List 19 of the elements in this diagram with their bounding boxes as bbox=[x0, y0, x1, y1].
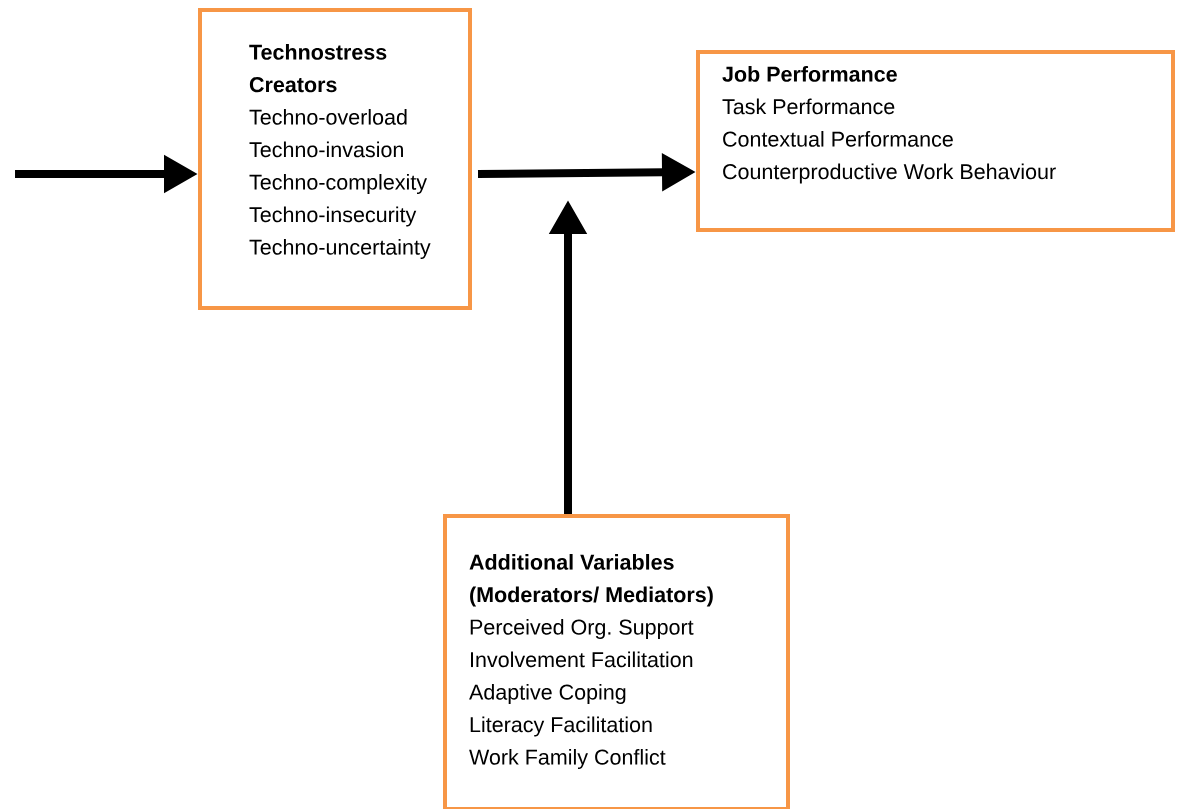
list-item: Contextual Performance bbox=[723, 131, 953, 147]
list-item: Adaptive Coping bbox=[469, 684, 626, 705]
variable-box bbox=[443, 514, 790, 809]
list-item: Techno-complexity bbox=[249, 174, 427, 195]
list-item: Task Performance bbox=[722, 98, 895, 115]
list-item: Counterproductive Work Behaviour bbox=[723, 163, 1056, 184]
list-item: Involvement Facilitation bbox=[471, 651, 693, 668]
list-item: Perceived Org. Support bbox=[470, 619, 694, 640]
list-item: Techno-invasion bbox=[249, 141, 403, 158]
list-item: Work Family Conflict bbox=[469, 749, 666, 770]
variable-box bbox=[696, 50, 1175, 232]
variable-box bbox=[198, 8, 472, 310]
list-item: Techno-insecurity bbox=[249, 206, 417, 227]
box-heading: Job Performance bbox=[722, 66, 897, 82]
box-heading: Technostress Creators bbox=[249, 44, 387, 93]
list-item: Techno-overload bbox=[249, 109, 407, 125]
list-item: Techno-uncertainty bbox=[249, 239, 431, 260]
list-item: Literacy Facilitation bbox=[470, 716, 652, 737]
box-heading: Additional Variables (Moderators/ Mediators) bbox=[469, 554, 713, 607]
